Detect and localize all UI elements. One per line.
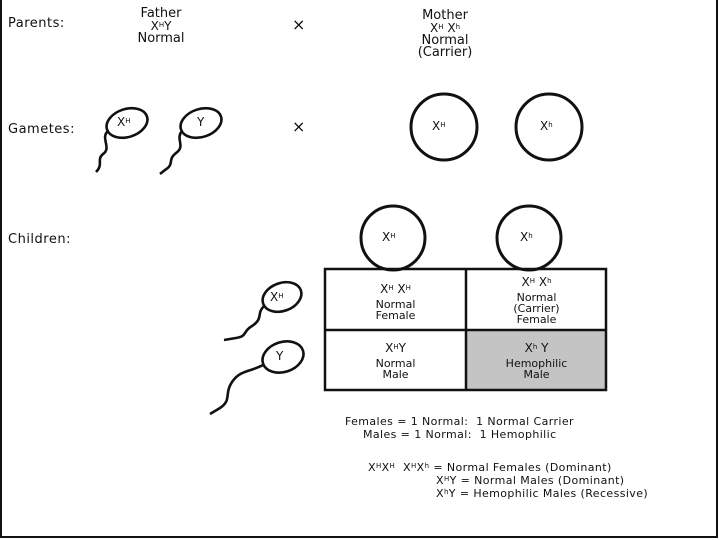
egg-label-xh: XH	[432, 119, 446, 133]
ratio-males: Males = 1 Normal: 1 Hemophilic	[363, 428, 557, 441]
father-genotype: XHY	[150, 19, 172, 33]
cell-normal-male: XHY Normal Male	[375, 341, 416, 381]
punnett-square	[323, 267, 608, 392]
mother-title: Mother	[422, 8, 468, 23]
child-sperm-label-y: Y	[276, 349, 284, 363]
father-block: Father XHY Normal	[120, 6, 202, 46]
child-sperm-xh	[223, 280, 303, 342]
legend-row-hemophilic-males: XhY = Hemophilic Males (Recessive)	[436, 487, 649, 500]
sperm-label-xh: XH	[117, 115, 131, 129]
mother-phenotype: Normal	[421, 33, 469, 48]
parents-cross-symbol: ×	[292, 15, 306, 34]
legend-row-normal-males: XHY = Normal Males (Dominant)	[436, 474, 625, 487]
mother-block: Mother XH Xh Normal (Carrier)	[402, 8, 488, 60]
egg-cell-xlower-h	[514, 92, 584, 162]
mother-note: (Carrier)	[417, 45, 473, 60]
cell-hemophilic-male: Xh Y Hemophilic Male	[505, 341, 568, 381]
egg-label-xlower-h: Xh	[540, 119, 553, 133]
egg-cell-xh	[409, 92, 479, 162]
sperm-cell-y	[159, 106, 223, 176]
parents-label: Parents:	[8, 16, 65, 31]
sperm-cell-xh	[95, 106, 149, 173]
child-egg-label-xh: XH	[382, 230, 396, 244]
child-sperm-label-xh: XH	[270, 290, 284, 304]
sperm-label-y: Y	[197, 115, 205, 129]
affected-cell-fill	[466, 330, 606, 390]
cell-normal-female: XH XH Normal Female	[375, 282, 416, 322]
mother-genotype: XH Xh	[430, 21, 460, 35]
children-label: Children:	[8, 232, 71, 247]
child-sperm-y	[209, 340, 305, 416]
cell-carrier-female: XH Xh Normal (Carrier) Female	[513, 275, 560, 326]
gametes-cross-symbol: ×	[292, 117, 306, 136]
father-title: Father	[140, 6, 182, 21]
ratio-females: Females = 1 Normal: 1 Normal Carrier	[345, 415, 574, 428]
gametes-label: Gametes:	[8, 122, 75, 137]
legend-row-females: XHXH XHXh = Normal Females (Dominant)	[368, 461, 612, 474]
father-phenotype: Normal	[137, 31, 185, 46]
child-egg-label-xlower-h: Xh	[520, 230, 533, 244]
